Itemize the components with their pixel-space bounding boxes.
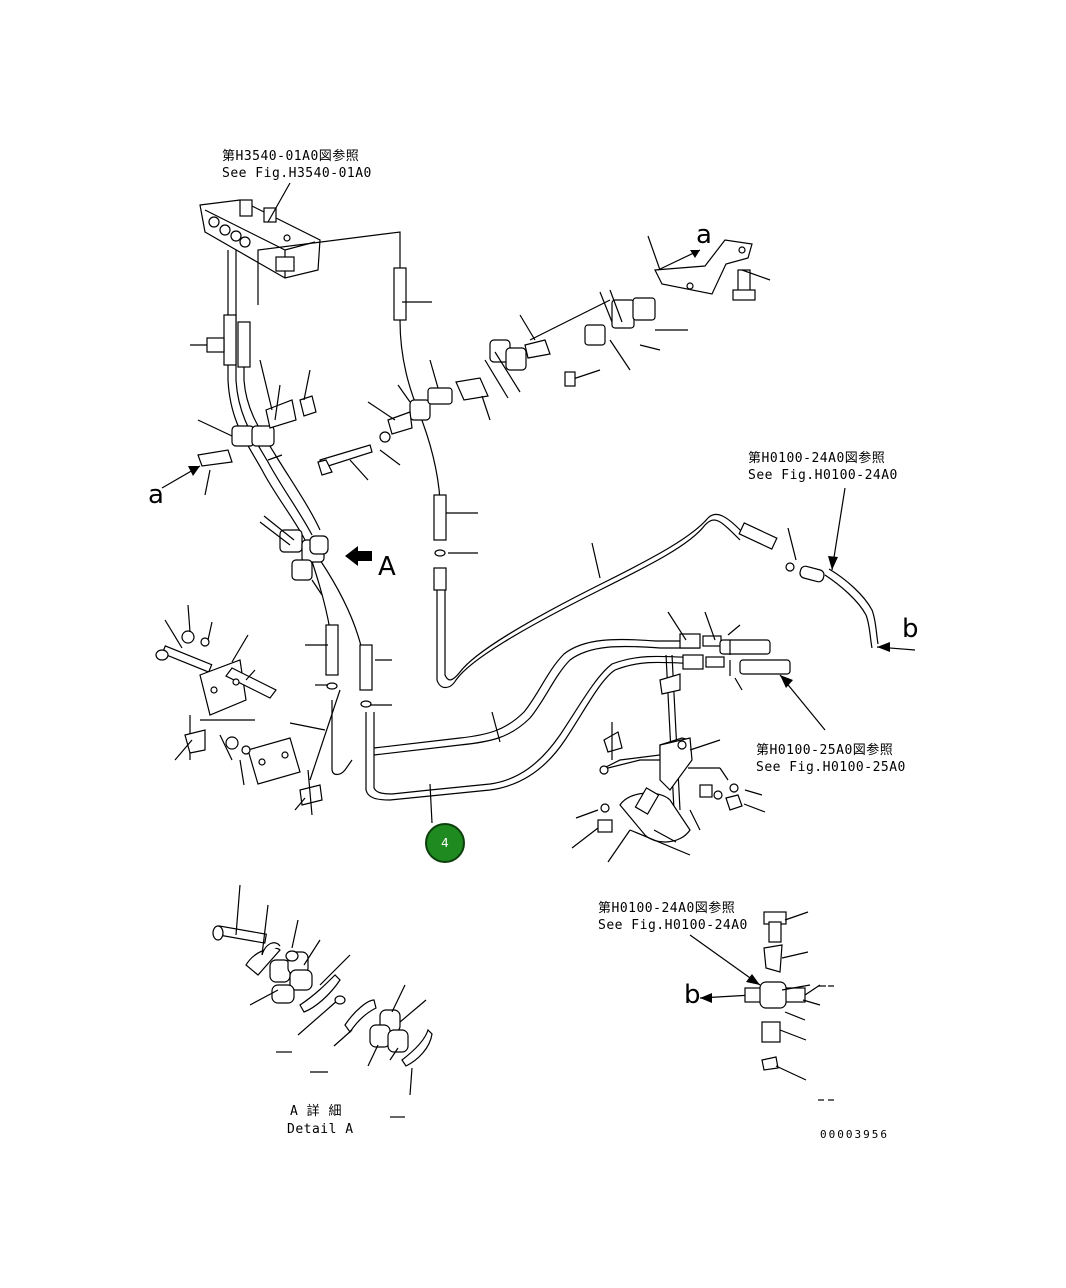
detail-a-en-label: Detail A [287, 1122, 354, 1137]
callout-leaders [197, 235, 797, 824]
left-clamps [197, 359, 329, 596]
letter-A-view: A [378, 552, 396, 582]
letter-b-right: b [902, 614, 919, 644]
ref1-en-label: See Fig.H3540-01A0 [222, 166, 372, 181]
ref4-en-label: See Fig.H0100-24A0 [598, 918, 748, 933]
main-tubes [331, 633, 791, 801]
manifold-block [199, 199, 321, 279]
center-hose [393, 267, 795, 689]
lower-left-bracket [155, 604, 341, 816]
tube-leaders [305, 611, 743, 743]
letter-a-left: a [148, 480, 164, 510]
ref3-jp-label: 第H0100-25A0図参照 [756, 743, 894, 758]
drawing-number: 00003956 [820, 1128, 889, 1141]
letter-a-top: a [696, 220, 712, 250]
detail-a-drawing [212, 884, 433, 1118]
left-pipes [190, 250, 373, 708]
ref4-jp-label: 第H0100-24A0図参照 [598, 901, 736, 916]
right-hose [779, 487, 916, 731]
detail-a-jp-label: A 詳 細 [290, 1104, 342, 1119]
ref1-leader [267, 182, 291, 223]
detail-b-drawing [689, 911, 834, 1101]
letter-b-detail: b [684, 980, 701, 1010]
right-lower-bracket [571, 654, 766, 863]
view-arrows [161, 465, 753, 1003]
top-right-bracket [529, 239, 771, 341]
ref3-en-label: See Fig.H0100-25A0 [756, 760, 906, 775]
ref2-jp-label: 第H0100-24A0図参照 [748, 451, 886, 466]
connector-line [257, 231, 401, 305]
ref1-jp-label: 第H3540-01A0図参照 [222, 149, 360, 164]
ref2-en-label: See Fig.H0100-24A0 [748, 468, 898, 483]
center-hardware [317, 289, 656, 476]
part-marker-4[interactable]: 4 [425, 823, 465, 863]
